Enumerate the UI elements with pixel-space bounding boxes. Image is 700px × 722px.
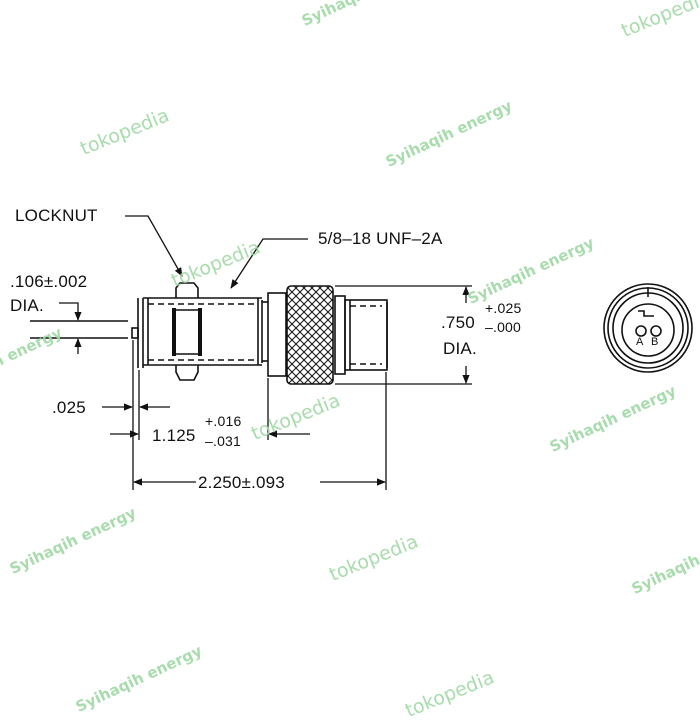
body-diameter-label: DIA.: [443, 339, 477, 358]
contact-b-label: B: [651, 336, 659, 348]
body-diameter-value: .750: [441, 313, 475, 332]
coupling-body: [267, 292, 287, 377]
pin-diameter-value: .106±.002: [10, 272, 88, 291]
threaded-body: [143, 297, 268, 366]
connector-drawing: [30, 215, 693, 490]
dimension-lines: [59, 215, 472, 490]
thread-spec-label: 5/8–18 UNF–2A: [318, 229, 443, 248]
knurled-coupling: [286, 285, 334, 385]
thread-length-tol-plus: +.016: [205, 413, 242, 429]
contact-a-label: A: [636, 336, 644, 348]
thread-length-value: 1.125: [152, 426, 196, 445]
pin-diameter-label: DIA.: [10, 296, 44, 315]
connector-end-view: [603, 283, 693, 373]
body-diameter-tol-plus: +.025: [485, 300, 522, 316]
connector-side-view: [30, 282, 388, 385]
locknut: [172, 282, 202, 381]
pin: [30, 320, 139, 339]
flange: [137, 298, 144, 368]
body-diameter-tol-minus: –.000: [485, 319, 522, 335]
locknut-label: LOCKNUT: [15, 206, 98, 225]
thread-length-tol-minus: –.031: [205, 433, 242, 449]
flange-gap-value: .025: [52, 398, 86, 417]
rear-section: [334, 295, 388, 375]
overall-length-value: 2.250±.093: [198, 473, 285, 492]
